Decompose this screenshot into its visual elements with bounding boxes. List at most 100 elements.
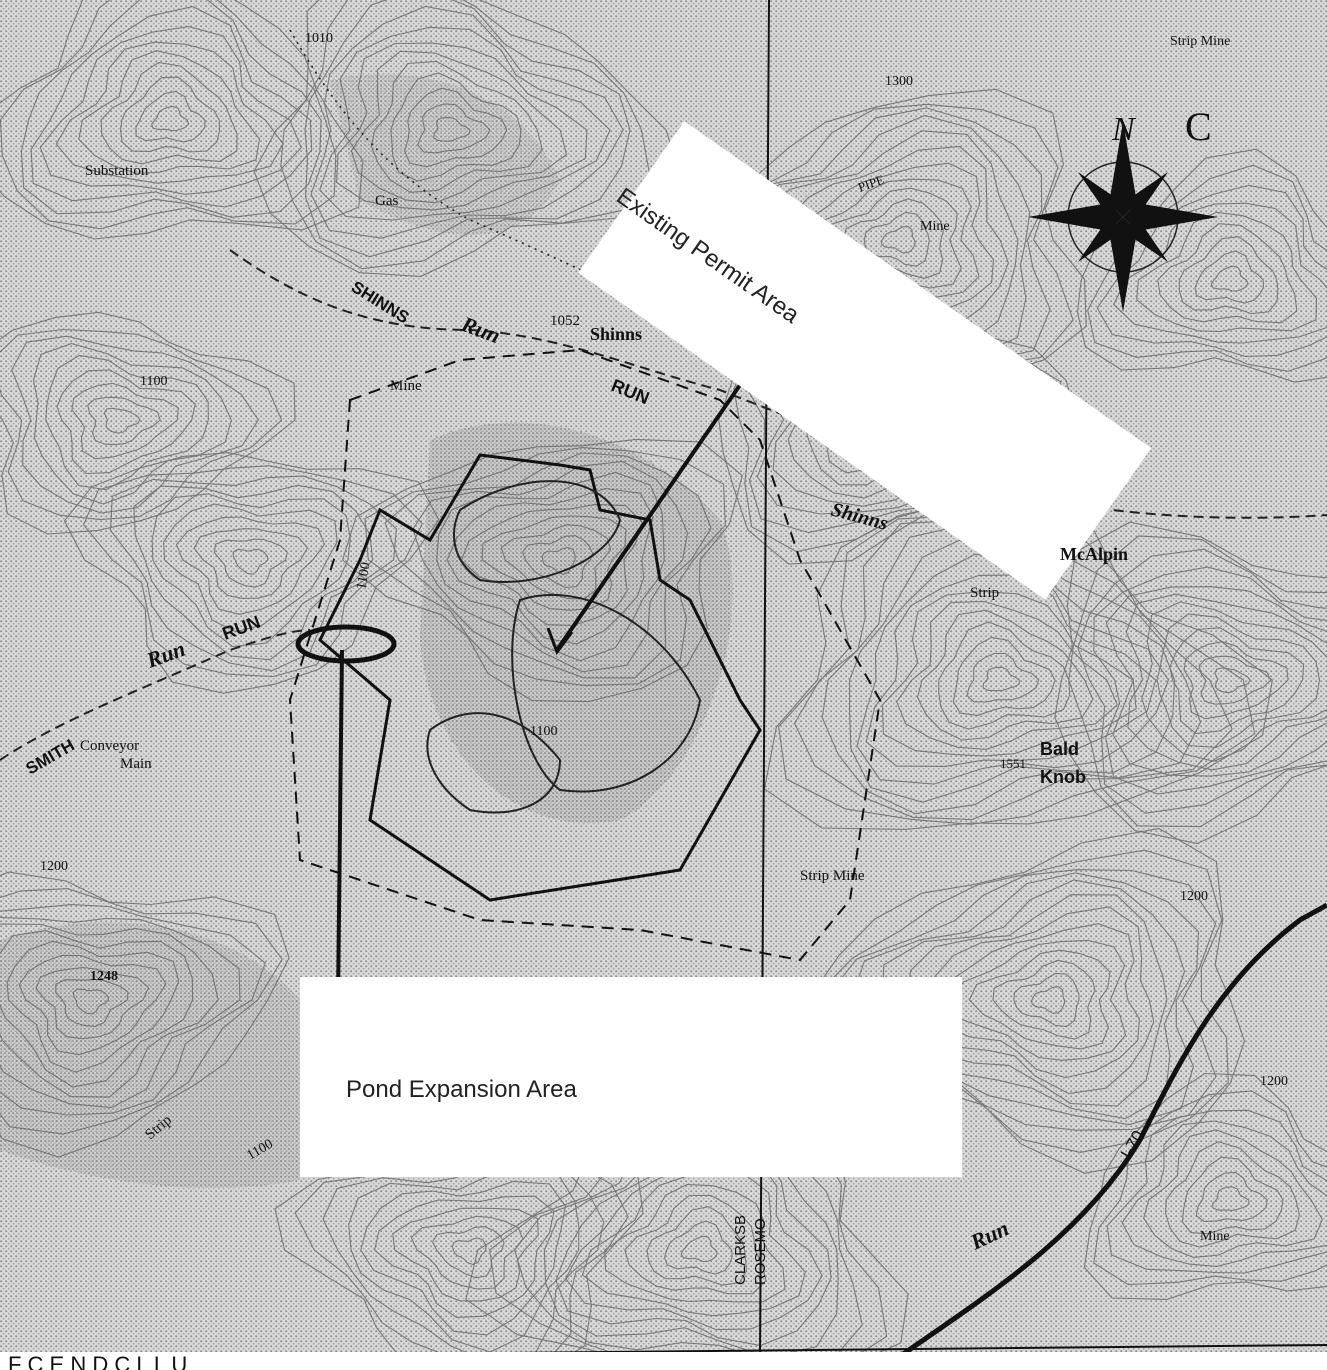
contour-line: [1125, 593, 1327, 771]
contour-line: [384, 452, 712, 679]
contour-line: [20, 0, 322, 218]
contour-line: [1054, 521, 1327, 845]
label-rosemo: ROSEMO: [752, 1218, 769, 1285]
label-substation: Substation: [85, 163, 149, 179]
contour-line: [1068, 535, 1327, 828]
contour-line: [916, 609, 1094, 741]
contour-line: [72, 988, 110, 1015]
contour-line: [417, 103, 491, 154]
contour-line: [100, 61, 238, 165]
contour-line: [193, 528, 309, 599]
label-bald: Bald: [1040, 739, 1079, 759]
callout-pointers: [336, 383, 742, 1001]
label-elev-1010: 1010: [305, 31, 333, 46]
contour-line: [481, 515, 627, 611]
contour-line: [680, 1235, 718, 1263]
contour-line: [280, 0, 650, 270]
contour-line: [319, 26, 611, 221]
contour-line: [0, 0, 337, 230]
label-strip-mine-mid: Strip Mine: [800, 868, 865, 884]
contour-line: [0, 930, 194, 1088]
contour-line: [39, 26, 302, 195]
contour-line: [664, 1220, 733, 1275]
contour-line: [1198, 655, 1272, 705]
label-elev-1300: 1300: [885, 74, 913, 89]
contour-line: [992, 959, 1096, 1040]
contour-line: [500, 524, 612, 600]
bottom-margin: [0, 1352, 1327, 1370]
map-labels: Substation Gas 1010 SHINNS Run 1052 Shin…: [23, 31, 1289, 1285]
contour-line: [135, 90, 206, 143]
contour-line: [390, 72, 522, 182]
contour-line: [45, 354, 209, 491]
pit-outlines: [426, 480, 702, 814]
contour-line: [968, 949, 1111, 1050]
contour-line: [1143, 1129, 1323, 1258]
contour-line: [82, 465, 423, 678]
contour-line: [849, 534, 1176, 803]
contour-line: [55, 978, 129, 1027]
contour-line: [1136, 211, 1318, 333]
contour-line: [56, 369, 196, 475]
contour-line: [78, 50, 261, 174]
contour-line: [253, 0, 682, 277]
label-mine-1: Mine: [390, 378, 422, 394]
contour-line: [304, 0, 631, 258]
contour-line: [175, 516, 326, 615]
contour-line: [87, 396, 161, 446]
contour-line: [1157, 223, 1298, 324]
contour-line: [0, 328, 283, 521]
contour-line: [392, 1207, 539, 1302]
contour-line: [1181, 1156, 1284, 1235]
label-elev-1551: 1551: [1000, 756, 1026, 771]
contour-line: [433, 117, 471, 142]
contour-line: [1194, 250, 1265, 304]
contour-line: [1105, 586, 1327, 777]
contour-line: [865, 574, 1157, 767]
contour-line: [624, 1194, 767, 1295]
contour-line: [30, 6, 313, 208]
contour-line: [880, 226, 916, 254]
contour-line: [373, 1195, 555, 1318]
contour-line: [11, 335, 259, 514]
contour-line: [1183, 641, 1289, 720]
contour-line: [863, 211, 930, 267]
label-mine-2: Mine: [920, 219, 950, 234]
pond-expansion-callout: [300, 977, 962, 1177]
contour-line: [1087, 164, 1327, 372]
contour-line: [350, 50, 568, 204]
contour-line: [0, 904, 266, 1116]
contour-line: [1141, 601, 1327, 762]
existing-permit-boundary: [318, 453, 762, 902]
label-mine-3: Mine: [1200, 1229, 1230, 1244]
contour-line: [521, 535, 594, 589]
contour-line: [982, 666, 1020, 692]
contour-line: [431, 1226, 505, 1279]
contour-line: [896, 600, 1118, 750]
contour-line: [1013, 972, 1080, 1028]
label-elev-1200-c: 1200: [1260, 1074, 1288, 1089]
contour-line: [1178, 236, 1279, 315]
contour-line: [412, 460, 689, 673]
contour-line: [18, 954, 167, 1056]
footer-text: F C E N D C L L U: [8, 1352, 187, 1370]
label-elev-1052: 1052: [550, 313, 580, 329]
contour-line: [821, 523, 1202, 815]
contour-line: [581, 1172, 806, 1317]
label-elev-1100-b: 1100: [354, 561, 374, 591]
contour-line: [0, 916, 241, 1109]
contour-line: [32, 343, 232, 505]
contour-line: [646, 1206, 747, 1286]
contour-line: [1212, 1186, 1250, 1211]
contour-line: [1169, 627, 1305, 735]
contour-line: [1210, 265, 1249, 292]
contour-line: [151, 493, 351, 648]
contour-line: [881, 590, 1137, 757]
contour-line: [103, 407, 141, 434]
contour-line: [55, 41, 284, 184]
pond-expansion-label: Pond Expansion Area: [346, 1076, 577, 1103]
contour-line: [1077, 548, 1327, 814]
label-elev-1100-a: 1100: [140, 374, 167, 389]
